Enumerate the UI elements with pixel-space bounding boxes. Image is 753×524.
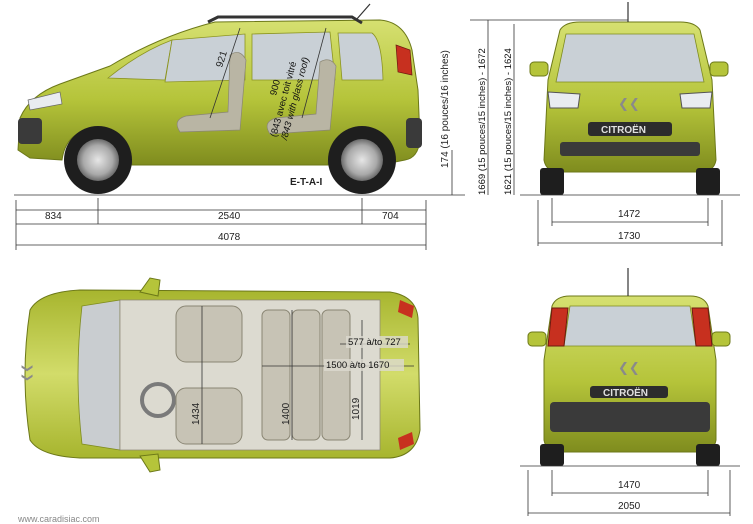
- ground-clearance-label: 174 (16 pouces/16 inches): [440, 50, 451, 168]
- top-rear-seat-left: [261, 309, 291, 441]
- front-mirror-right: [709, 61, 729, 77]
- top-seat-travel-label: 577 à/to 727: [348, 337, 401, 348]
- top-rear-width-label: 1400: [281, 402, 292, 425]
- top-windshield: [77, 299, 121, 451]
- etai-label: E-T-A-I: [290, 177, 322, 188]
- front-tire-right: [696, 168, 720, 195]
- front-overhang-label: 834: [45, 211, 62, 222]
- front-windshield: [555, 33, 705, 83]
- top-rear-seat-mid: [291, 309, 321, 441]
- front-height-1-label: 1669 (15 pouces/15 inches) - 1672: [477, 48, 488, 195]
- length-label: 4078: [218, 232, 241, 243]
- side-view: 921 900 (843 avec toit vitré /843 with g…: [14, 3, 465, 250]
- side-headlight: [27, 91, 63, 111]
- side-antenna: [355, 3, 371, 21]
- front-view: 1669 (15 pouces/15 inches) - 1672 1621 (…: [470, 2, 740, 246]
- top-seat-travel-bg: [346, 336, 408, 348]
- rear-badge-bar: [590, 386, 668, 398]
- front-width-label: 1730: [618, 231, 641, 242]
- top-front-seat-right: [175, 387, 243, 445]
- rear-width-label: 2050: [618, 501, 641, 512]
- top-taillight-left: [398, 300, 414, 318]
- front-headlight-left: [547, 91, 581, 109]
- front-mirror-left: [529, 61, 549, 77]
- top-front-seat-left: [175, 305, 243, 363]
- top-cargo-bg: [324, 359, 404, 371]
- side-rear-bumper: [406, 118, 422, 148]
- rear-taillight-left: [547, 307, 569, 347]
- side-front-window: [164, 33, 246, 83]
- top-trunk-width-label: 1019: [351, 397, 362, 420]
- front-lower-grille: [560, 142, 700, 156]
- top-view: ❮❮ 1434 1400 1019 577 à/to 727 1500 à/to…: [20, 277, 421, 473]
- side-quarter-window: [337, 32, 384, 81]
- top-chevron-icon: ❮❮: [20, 364, 33, 382]
- rear-bumper: [550, 402, 710, 432]
- side-front-bumper: [18, 118, 42, 144]
- side-rear-seat: [266, 59, 337, 135]
- side-taillight: [395, 44, 413, 76]
- rear-tire-left: [540, 444, 564, 466]
- front-badge: CITROËN: [601, 123, 646, 136]
- top-cargo-label: 1500 à/to 1670: [326, 360, 389, 371]
- top-taillight-right: [398, 432, 414, 450]
- side-rear-rim: [341, 139, 383, 181]
- rear-badge: CITROËN: [603, 386, 648, 399]
- front-headlight-right: [679, 91, 713, 109]
- rear-tire-right: [696, 444, 720, 466]
- rear-view: ❮❮ CITROËN 1470 2050: [520, 268, 740, 516]
- front-headroom-line: [209, 27, 241, 119]
- rear-headroom-value: 900: [268, 79, 283, 97]
- top-mirror-right: [139, 453, 161, 473]
- top-mirror-left: [139, 277, 161, 297]
- watermark: www.caradisiac.com: [17, 514, 100, 524]
- top-front-width-label: 1434: [191, 402, 202, 425]
- rear-taillight-right: [691, 307, 713, 347]
- rear-mirror-left: [527, 331, 547, 347]
- top-rear-seat-right: [321, 309, 351, 441]
- front-height-2-label: 1621 (15 pouces/15 inches) - 1624: [503, 48, 514, 195]
- front-grille: [588, 122, 672, 136]
- front-track-label: 1472: [618, 209, 641, 220]
- front-chevron-icon: ❮❮: [618, 97, 640, 112]
- rear-overhang-label: 704: [382, 211, 399, 222]
- rear-window: [563, 305, 697, 347]
- front-tire-left: [540, 168, 564, 195]
- side-front-seat: [176, 52, 247, 133]
- rear-mirror-right: [711, 331, 731, 347]
- side-windshield: [106, 39, 173, 81]
- top-steering-wheel-icon: [140, 382, 176, 418]
- rear-headroom-line: [301, 27, 327, 119]
- rear-track-label: 1470: [618, 480, 641, 491]
- wheelbase-label: 2540: [218, 211, 241, 222]
- side-front-rim: [77, 139, 119, 181]
- rear-chevron-icon: ❮❮: [618, 361, 640, 376]
- front-headroom-label: 921: [214, 49, 230, 69]
- side-roof-rail: [207, 15, 363, 25]
